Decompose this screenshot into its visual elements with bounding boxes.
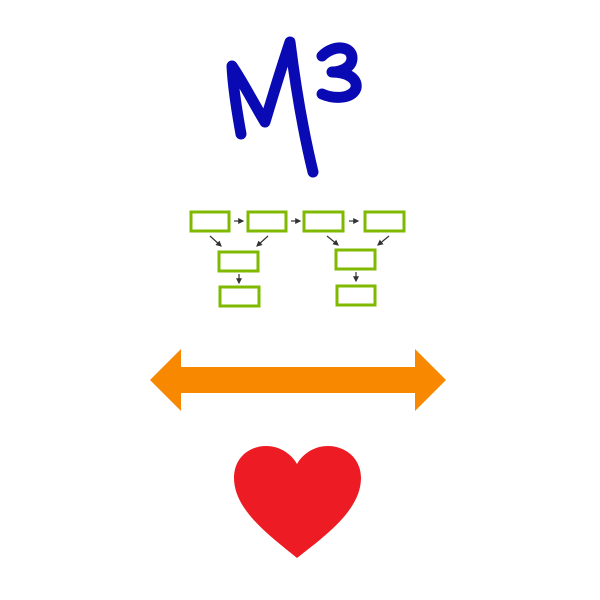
diagram-box: [363, 210, 406, 233]
connector-arrow: [377, 235, 390, 246]
flow-diagram-icon: [189, 210, 406, 308]
diagram-connectors: [209, 218, 390, 285]
connector-arrow: [209, 235, 222, 247]
diagram-box: [218, 285, 261, 308]
connector-arrow: [256, 235, 269, 247]
diagram-box: [189, 210, 231, 233]
diagram-box: [246, 210, 288, 233]
handwritten-m3-logo: [226, 36, 362, 178]
diagram-box: [334, 248, 377, 271]
diagram-box: [335, 284, 377, 307]
double-arrow-icon: [150, 349, 446, 411]
diagram-box: [302, 210, 345, 233]
connector-arrow: [326, 235, 339, 246]
heart-icon: [234, 446, 361, 558]
diagram-box: [217, 250, 260, 273]
